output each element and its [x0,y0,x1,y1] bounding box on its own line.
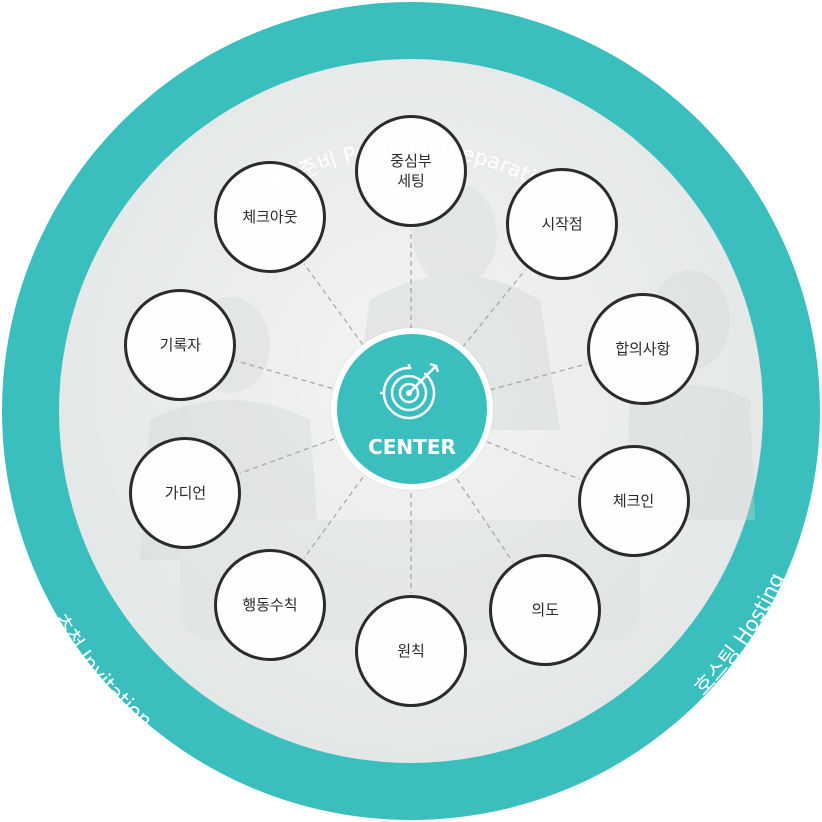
center-label: CENTER [368,435,456,459]
node-check-out[interactable]: 체크아웃 [213,160,326,273]
node-check-in[interactable]: 체크인 [577,444,690,557]
connector-line [303,263,364,346]
node-intention[interactable]: 의도 [489,553,602,666]
connector-lines [235,229,587,593]
node-guardian[interactable]: 가디언 [129,437,242,550]
connector-line [235,360,333,390]
node-central-setting[interactable]: 중심부 세팅 [355,115,467,227]
node-agreements[interactable]: 합의사항 [586,292,699,405]
target-icon [380,362,440,420]
connector-line [303,476,364,559]
node-code-of-conduct[interactable]: 행동수칙 [213,549,326,662]
connector-line [456,478,514,563]
connector-line [239,438,335,474]
connector-line [486,441,580,480]
node-recorder[interactable]: 기록자 [124,288,237,401]
connector-line [490,363,587,391]
node-starting-point[interactable]: 시작점 [506,168,619,281]
center-node[interactable]: CENTER [331,328,493,490]
connector-line [462,269,527,348]
node-principles[interactable]: 원칙 [355,595,467,707]
